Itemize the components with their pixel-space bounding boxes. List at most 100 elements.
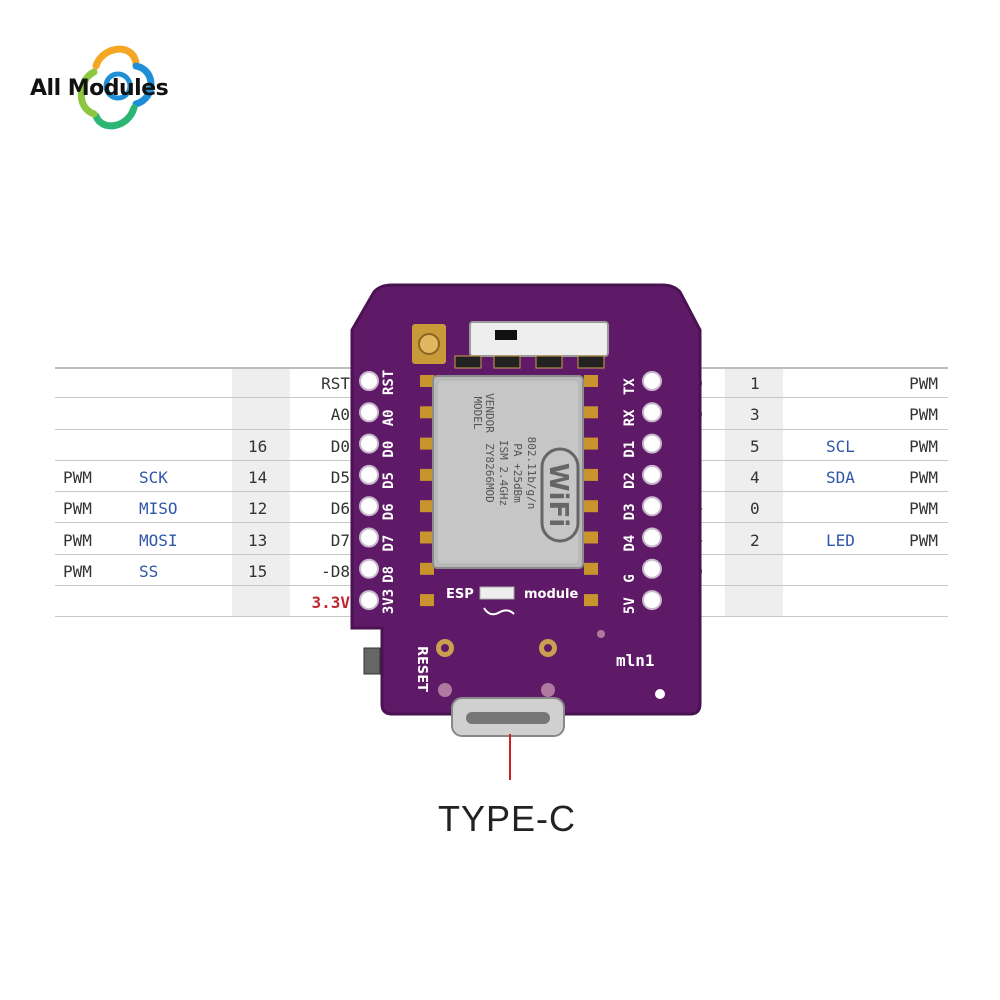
right-row-divider [668, 522, 948, 524]
left-silk-label: D5 [381, 472, 397, 489]
module-pad-right [584, 594, 598, 607]
left-row-divider [55, 553, 355, 555]
antenna-switch [469, 321, 609, 357]
left-pin-cell: A0 [330, 405, 350, 425]
right-silk-label: RX [622, 409, 638, 426]
left-silk-label: 3V3 [381, 589, 397, 614]
module-pad-left [420, 375, 434, 387]
left-pin-hole [359, 464, 379, 485]
right-func-cell: PWM [909, 436, 938, 456]
module-pad-right [584, 375, 598, 387]
module-pad-left [420, 406, 434, 419]
left-pin-cell: D5 [330, 467, 350, 487]
left-pin-cell: 3.3V [311, 593, 350, 613]
right-row-divider [668, 616, 948, 618]
right-gpio-cell: 2 [750, 530, 760, 550]
left-row-divider [55, 616, 355, 618]
left-silk-label: D7 [381, 535, 397, 552]
right-row-divider [668, 397, 948, 399]
right-silk-label: D4 [622, 535, 638, 552]
right-silk-label: D2 [622, 472, 638, 489]
all-modules-logo: All Modules [24, 36, 194, 146]
left-row-divider [55, 491, 355, 493]
left-pin-hole [359, 558, 379, 579]
left-table-row: 3.3V [55, 587, 355, 618]
type-c-label: TYPE-C [438, 798, 577, 839]
left-table-top-line [55, 367, 355, 369]
module-pa-text: PA +25dBm [511, 443, 524, 503]
module-pad-right [584, 562, 598, 575]
left-row-divider [55, 585, 355, 587]
brand-label: mln1 [616, 651, 655, 670]
right-pin-hole [642, 433, 662, 454]
left-silk-label: D0 [381, 441, 397, 458]
left-silk-label: D6 [381, 503, 397, 520]
left-bus-cell: MISO [139, 499, 178, 519]
right-silk-label: G [622, 574, 638, 582]
right-func-cell: PWM [909, 374, 938, 393]
wifi-logo-icon: WiFi [540, 447, 580, 543]
module-vendor-text: VENDOR [483, 393, 496, 433]
left-row-divider [55, 522, 355, 524]
left-pin-cell: RST [321, 374, 350, 393]
left-silk-label: RST [381, 370, 397, 395]
right-gpio-cell: 5 [750, 436, 760, 456]
left-row-divider [55, 459, 355, 461]
module-pad-left [420, 562, 434, 575]
right-gpio-cell: 1 [750, 374, 760, 393]
right-pin-hole [642, 558, 662, 579]
module-label: module [524, 587, 578, 602]
right-func-cell: PWM [909, 467, 938, 487]
reset-label: RESET [414, 646, 429, 692]
left-func-cell: PWM [63, 561, 92, 581]
reset-button [363, 647, 381, 675]
right-silk-label: 5V [622, 597, 638, 614]
left-pin-cell: D7 [330, 530, 350, 550]
right-func-cell: PWM [909, 499, 938, 519]
module-standard-text: 802.11b/g/n [525, 437, 538, 510]
module-part-number: ZY8266MOD [483, 443, 496, 503]
module-pad-left [420, 531, 434, 544]
module-ism-text: ISM 2.4GHz [497, 440, 510, 506]
right-silk-label: TX [622, 378, 638, 395]
left-func-cell: PWM [63, 467, 92, 487]
left-func-cell: PWM [63, 530, 92, 550]
right-pin-hole [642, 496, 662, 517]
left-silk-label: A0 [381, 409, 397, 426]
left-table-row: RST [55, 368, 355, 399]
right-table-row: D24SDAPWM [668, 462, 948, 493]
right-pin-hole [642, 371, 662, 391]
right-pin-hole [642, 402, 662, 423]
left-row-divider [55, 397, 355, 399]
left-pin-hole [359, 527, 379, 548]
left-pin-cell: D6 [330, 499, 350, 519]
left-bus-cell: SS [139, 561, 159, 581]
right-row-divider [668, 585, 948, 587]
right-pin-hole [642, 464, 662, 485]
module-pad-left [420, 468, 434, 481]
right-row-divider [668, 428, 948, 430]
right-pin-hole [642, 527, 662, 548]
right-gpio-cell: 4 [750, 467, 760, 487]
module-pad-left [420, 594, 434, 607]
right-bus-cell: SDA [826, 467, 855, 487]
logo-swirl-icon [77, 45, 155, 130]
module-pad-left [420, 500, 434, 513]
left-gpio-cell: 15 [248, 561, 268, 581]
logo-text: All Modules [30, 76, 169, 101]
left-row-divider [55, 428, 355, 430]
right-table-top-line [668, 367, 948, 369]
module-pad-right [584, 468, 598, 481]
module-pad-right [584, 531, 598, 544]
right-func-cell: PWM [909, 530, 938, 550]
module-pad-left [420, 437, 434, 450]
left-gpio-cell: 13 [248, 530, 268, 550]
module-pad-right [584, 437, 598, 450]
module-model-text: MODEL [471, 396, 484, 429]
left-gpio-cell: 12 [248, 499, 268, 519]
